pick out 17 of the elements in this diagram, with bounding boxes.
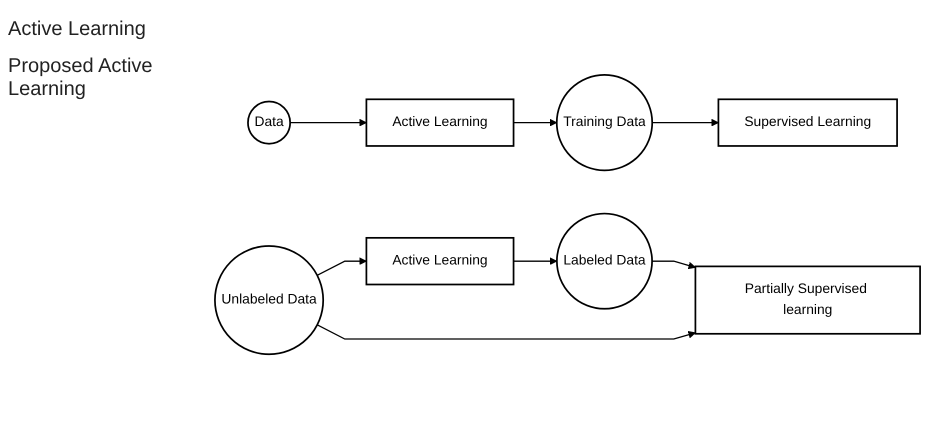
arrow xyxy=(316,258,367,276)
arrow xyxy=(652,119,719,127)
arrow xyxy=(652,260,696,270)
node-circle: Data xyxy=(247,101,291,145)
arrow xyxy=(514,258,558,266)
section-heading: Active Learning xyxy=(8,18,147,41)
node-circle: Unlabeled Data xyxy=(214,246,324,356)
node-box: Supervised Learning xyxy=(718,98,898,148)
node-box: Active Learning xyxy=(366,237,514,286)
arrow xyxy=(514,119,558,127)
node-circle: Labeled Data xyxy=(556,213,653,310)
node-box: Active Learning xyxy=(366,98,514,148)
arrow xyxy=(290,119,367,127)
node-box: Partially Supervised learning xyxy=(694,266,921,336)
node-circle: Training Data xyxy=(556,74,654,172)
section-heading: Proposed Active Learning xyxy=(8,55,154,101)
arrow xyxy=(316,324,696,340)
